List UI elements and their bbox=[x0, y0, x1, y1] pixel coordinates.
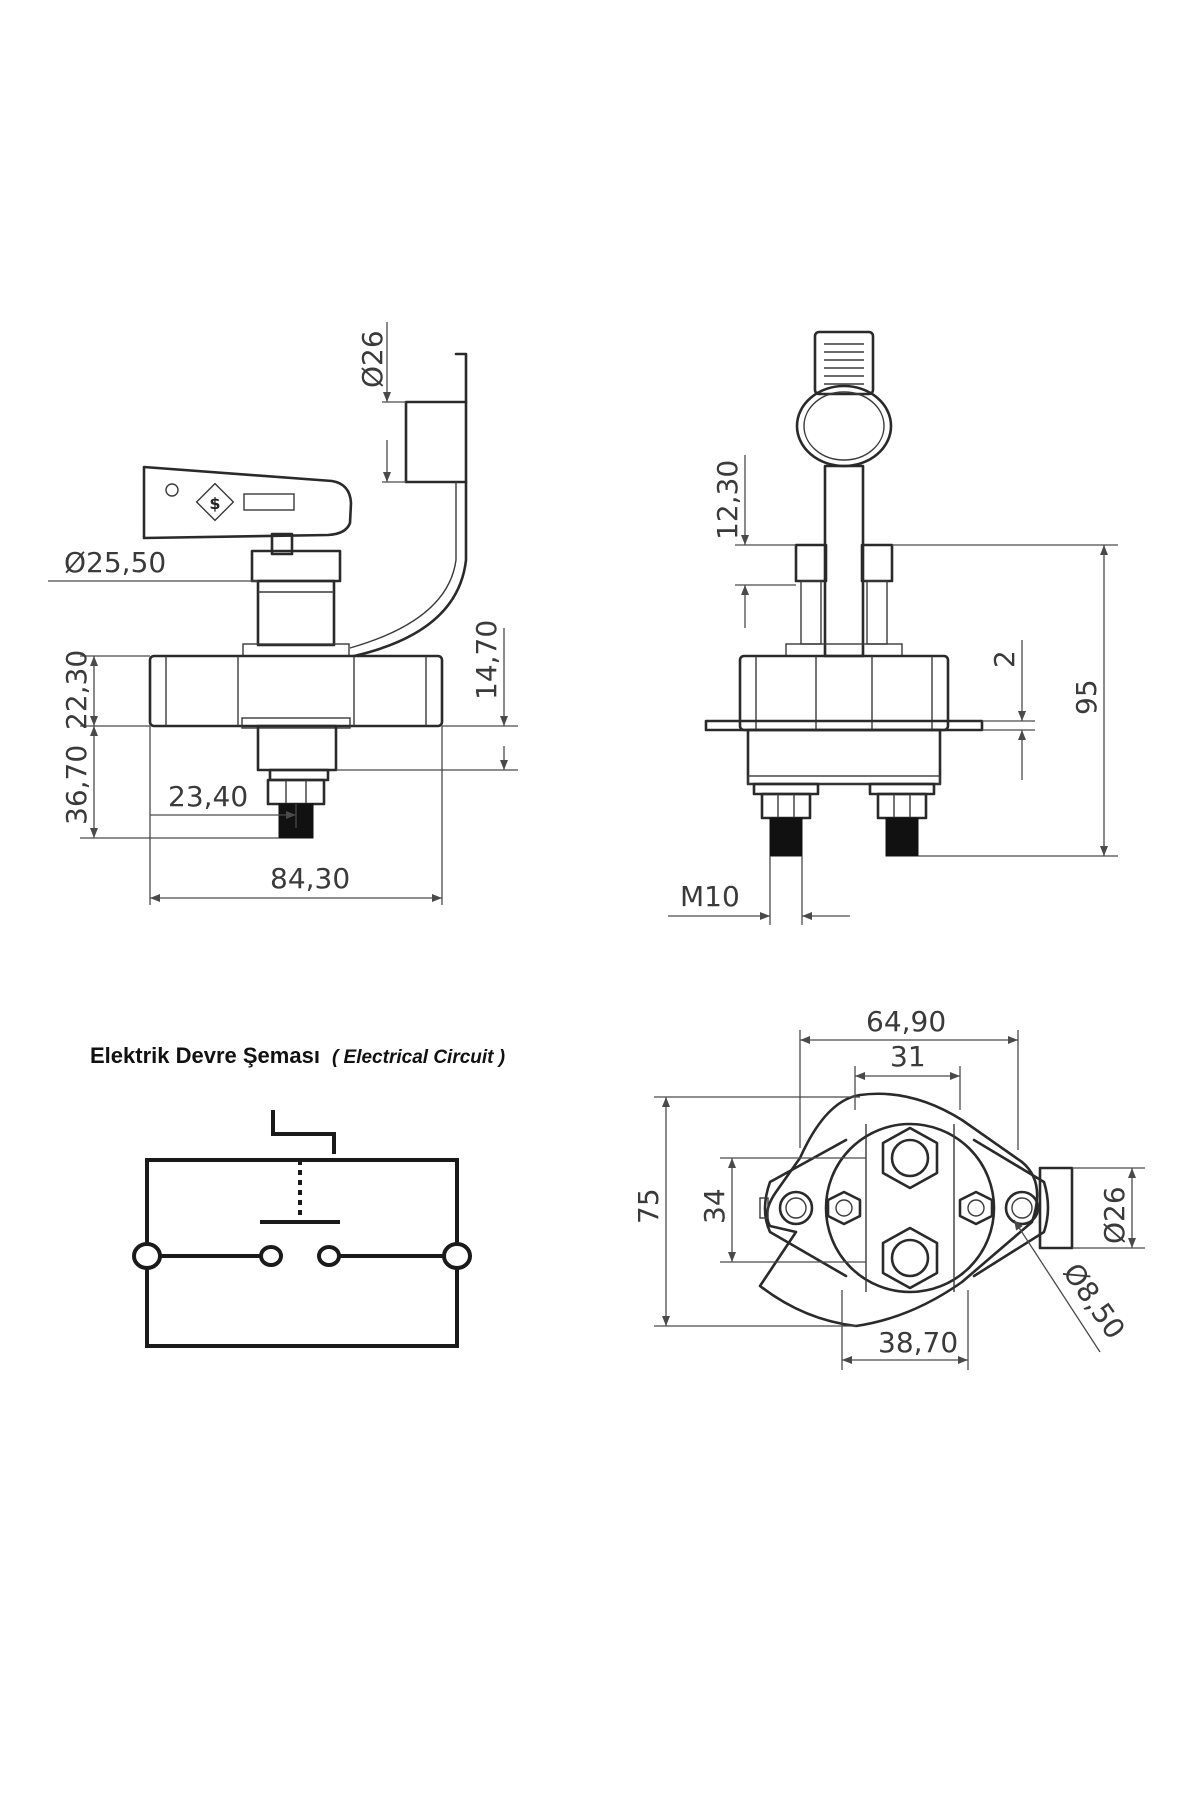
key-collar bbox=[250, 549, 342, 583]
dim-hole-spacing: 34 bbox=[698, 1157, 866, 1263]
dim-text-flange-upper: 22,30 bbox=[60, 650, 93, 730]
circuit-subtitle: ( Electrical Circuit ) bbox=[332, 1047, 505, 1068]
svg-text:$: $ bbox=[209, 494, 220, 513]
right-terminal-washer bbox=[868, 782, 936, 796]
dim-overall-height: 95 bbox=[892, 544, 1118, 857]
dim-stud-spacing: 31 bbox=[854, 1040, 961, 1110]
bottom-view: 64,90 31 75 34 Ø26 Ø8,50 bbox=[632, 1005, 1145, 1370]
brand-logo-icon bbox=[195, 482, 235, 522]
right-terminal-nut bbox=[876, 792, 928, 820]
dim-body-width: 38,70 bbox=[841, 1290, 969, 1370]
terminal-node-left bbox=[132, 1242, 162, 1270]
right-mount-ear bbox=[972, 1138, 1050, 1278]
circuit-diagram: Elektrik Devre Şeması ( Electrical Circu… bbox=[90, 1043, 505, 1348]
side-view: $ Ø26 bbox=[48, 322, 518, 905]
dim-thread: M10 bbox=[668, 856, 850, 925]
dim-text-collar-diameter: Ø25,50 bbox=[64, 546, 166, 579]
switch-actuator bbox=[271, 1110, 336, 1154]
dust-cap bbox=[404, 400, 468, 484]
dim-text-key-offset: 12,30 bbox=[711, 460, 744, 540]
dim-bottom-depth: 75 bbox=[632, 1096, 860, 1327]
dim-text-body-width: 38,70 bbox=[878, 1326, 958, 1359]
left-nut-upper bbox=[794, 543, 828, 583]
dim-below-flange: 36,70 bbox=[60, 726, 279, 839]
dim-text-flange-thickness: 2 bbox=[988, 650, 1021, 668]
dim-cap-diameter: Ø26 bbox=[356, 322, 406, 483]
stud-right bbox=[958, 1190, 994, 1226]
dim-text-stud-spacing: 31 bbox=[890, 1040, 926, 1073]
dim-flange-thickness: 2 bbox=[982, 640, 1035, 780]
key-handle bbox=[142, 465, 353, 540]
bottom-body-circle bbox=[824, 1122, 996, 1294]
left-terminal-thread bbox=[769, 817, 803, 857]
front-body bbox=[738, 654, 950, 732]
right-nut-upper bbox=[860, 543, 894, 583]
bottom-dust-cap bbox=[1038, 1166, 1074, 1250]
switch-neck bbox=[256, 579, 336, 647]
dim-text-cap-diameter: Ø26 bbox=[356, 330, 389, 388]
switch-flange bbox=[148, 654, 444, 728]
dim-text-overall-width: 84,30 bbox=[270, 862, 350, 895]
dim-text-thread: M10 bbox=[680, 880, 740, 913]
dim-text-hole-spacing: 34 bbox=[698, 1188, 731, 1224]
contact-node-left bbox=[259, 1245, 283, 1267]
dim-text-bottom-overall-width: 64,90 bbox=[866, 1005, 946, 1038]
cap-tab bbox=[454, 352, 468, 404]
dim-text-bottom-cap-diameter: Ø26 bbox=[1098, 1186, 1131, 1244]
key-label-slot bbox=[243, 493, 295, 511]
stud-bottom bbox=[881, 1226, 939, 1290]
dim-flange-upper: 22,30 bbox=[60, 650, 150, 730]
dim-overall-width: 84,30 bbox=[150, 726, 443, 905]
cap-strap bbox=[352, 480, 468, 658]
contact-node-right bbox=[317, 1245, 341, 1267]
left-terminal-nut bbox=[760, 792, 812, 820]
lower-body bbox=[256, 724, 338, 772]
terminal-node-right bbox=[442, 1242, 472, 1270]
stud-left bbox=[826, 1190, 862, 1226]
left-mount-ear bbox=[763, 1138, 848, 1278]
dim-text-below-flange: 36,70 bbox=[60, 745, 93, 825]
circuit-loop bbox=[145, 1158, 459, 1348]
key-grip bbox=[813, 330, 875, 396]
key-stem bbox=[270, 532, 294, 556]
stud-top bbox=[881, 1126, 939, 1190]
dim-bottom-cap-diameter: Ø26 bbox=[1072, 1167, 1145, 1249]
dim-collar-diameter: Ø25,50 bbox=[48, 546, 258, 582]
left-terminal-washer bbox=[752, 782, 820, 796]
dim-key-offset: 12,30 bbox=[711, 455, 796, 628]
dim-flange-height: 14,70 bbox=[336, 620, 518, 771]
terminal-nut bbox=[266, 778, 326, 806]
front-flange-plate bbox=[704, 719, 984, 732]
dim-text-terminal-offset: 23,40 bbox=[168, 780, 248, 813]
terminal-washer bbox=[268, 768, 330, 782]
circuit-title: Elektrik Devre Şeması bbox=[90, 1043, 320, 1068]
left-mount-hole bbox=[778, 1190, 814, 1226]
flange-base-plate bbox=[241, 717, 351, 729]
dim-bottom-overall-width: 64,90 bbox=[799, 1005, 1019, 1150]
key-shaft bbox=[823, 464, 865, 658]
dim-text-flange-height: 14,70 bbox=[470, 620, 503, 700]
front-view: 12,30 2 95 M10 bbox=[668, 330, 1118, 925]
bottom-body-outline bbox=[758, 1092, 1039, 1328]
right-mount-hole bbox=[1004, 1190, 1040, 1226]
right-terminal-thread bbox=[885, 817, 919, 857]
circuit-heading: Elektrik Devre Şeması ( Electrical Circu… bbox=[90, 1043, 505, 1068]
dim-text-overall-height: 95 bbox=[1070, 679, 1103, 715]
dim-text-bottom-depth: 75 bbox=[632, 1188, 665, 1224]
key-hole bbox=[165, 483, 179, 497]
dim-terminal-offset: 23,40 bbox=[149, 726, 297, 905]
key-ring bbox=[795, 384, 893, 468]
